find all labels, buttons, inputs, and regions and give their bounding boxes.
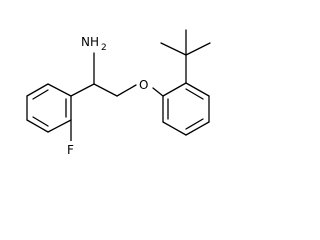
amine-label: NH 2: [80, 34, 110, 53]
bond: [160, 42, 187, 56]
bond: [185, 82, 210, 97]
oxygen-label: O: [137, 76, 151, 92]
bond: [162, 121, 187, 136]
fluorine-symbol: F: [67, 143, 74, 157]
bond-o-ring: [152, 87, 164, 97]
bond: [185, 121, 210, 136]
double-bond-inner: [185, 88, 204, 100]
amine-symbol: NH: [81, 35, 99, 49]
bond-ch2-o: [116, 84, 137, 97]
oxygen-symbol: O: [139, 78, 148, 92]
bond: [47, 83, 72, 97]
bond: [26, 83, 49, 97]
bond: [47, 119, 72, 133]
bond-ch-ch2: [93, 83, 118, 97]
double-bond-inner: [185, 118, 204, 130]
chemical-structure: NH 2 O F: [26, 29, 211, 157]
tert-butyl-group: [160, 29, 211, 84]
tert-butylphenyl-ring: [162, 82, 210, 136]
bond-ring-ch: [70, 83, 95, 97]
bond: [185, 42, 211, 56]
double-bond-inner: [32, 116, 49, 127]
fluorine-label: F: [66, 141, 78, 157]
bond: [26, 119, 49, 133]
double-bond-inner: [32, 89, 49, 100]
bond: [162, 82, 187, 97]
amine-subscript: 2: [101, 43, 107, 53]
fluorophenyl-ring: [26, 83, 72, 133]
